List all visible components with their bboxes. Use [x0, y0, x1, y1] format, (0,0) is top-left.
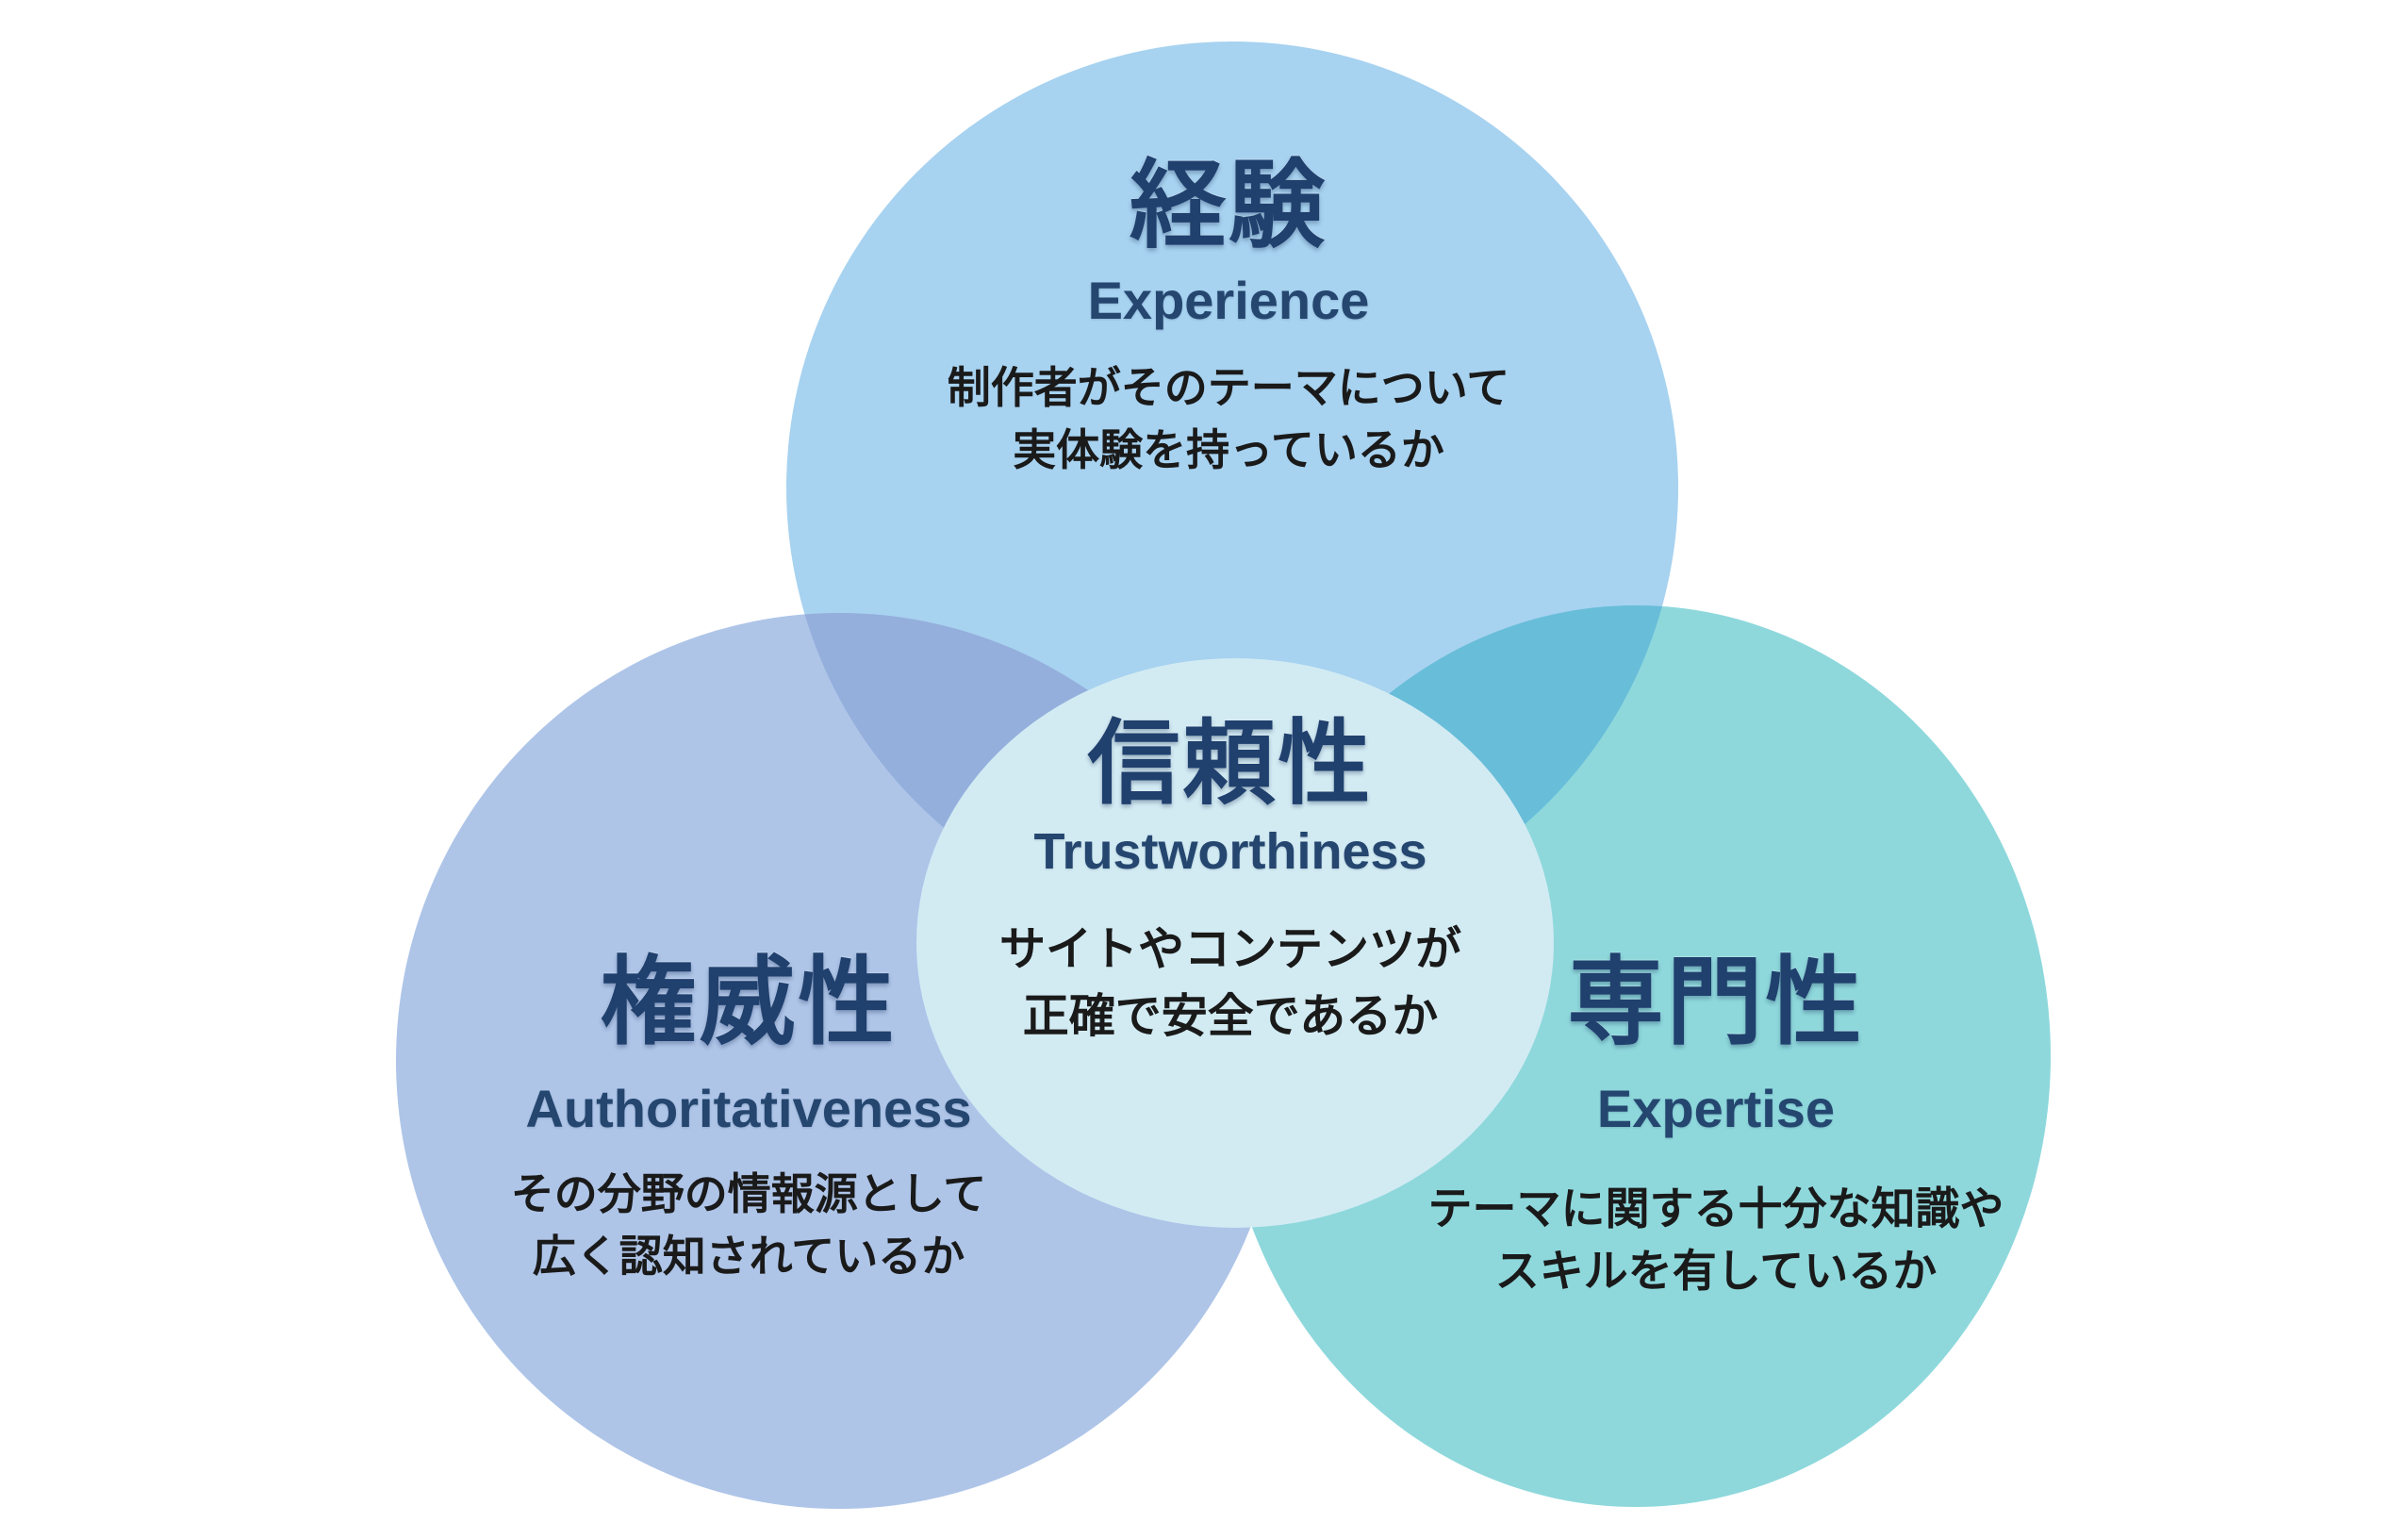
trustworthiness-description: サイトやコンテンツが 正確で安全であるか — [999, 917, 1461, 1051]
trustworthiness-description-line-1: サイトやコンテンツが — [998, 923, 1462, 975]
authoritativeness-kanji: 権威性 — [600, 949, 898, 1056]
experience-description: 制作者がそのテーマについて 実体験を持っているか — [948, 356, 1510, 481]
authoritativeness-label-group: 権威性 Authoritativeness その分野の情報源として 広く認知され… — [511, 948, 987, 1287]
trustworthiness-kanji: 信頼性 — [1087, 711, 1374, 815]
trustworthiness-circle — [916, 658, 1554, 1228]
expertise-description-line-1: テーマに関する十分な知識や — [1427, 1183, 2004, 1234]
authoritativeness-description-line-1: その分野の情報源として — [510, 1169, 987, 1219]
experience-english: Experience — [1087, 271, 1370, 331]
authoritativeness-description-line-2: 広く認知されているか — [532, 1232, 965, 1282]
expertise-english: Expertise — [1596, 1079, 1836, 1139]
expertise-label-group: 専門性 Expertise テーマに関する十分な知識や スキルを有しているか — [1428, 948, 2004, 1302]
trustworthiness-english: Trustworthiness — [1033, 822, 1427, 880]
expertise-description: テーマに関する十分な知識や スキルを有しているか — [1428, 1178, 2004, 1302]
experience-label-group: 経験 Experience 制作者がそのテーマについて 実体験を持っているか — [948, 151, 1510, 481]
trustworthiness-label-group: 信頼性 Trustworthiness サイトやコンテンツが 正確で安全であるか — [999, 711, 1461, 1051]
experience-description-line-1: 制作者がそのテーマについて — [947, 363, 1510, 413]
expertise-kanji: 専門性 — [1567, 949, 1865, 1056]
experience-kanji: 経験 — [1130, 152, 1328, 259]
trustworthiness-description-line-2: 正確で安全であるか — [1022, 990, 1439, 1042]
authoritativeness-description: その分野の情報源として 広く認知されているか — [511, 1163, 987, 1287]
expertise-description-line-2: スキルを有しているか — [1494, 1246, 1938, 1297]
experience-description-line-2: 実体験を持っているか — [1013, 425, 1444, 475]
authoritativeness-english: Authoritativeness — [525, 1079, 972, 1139]
